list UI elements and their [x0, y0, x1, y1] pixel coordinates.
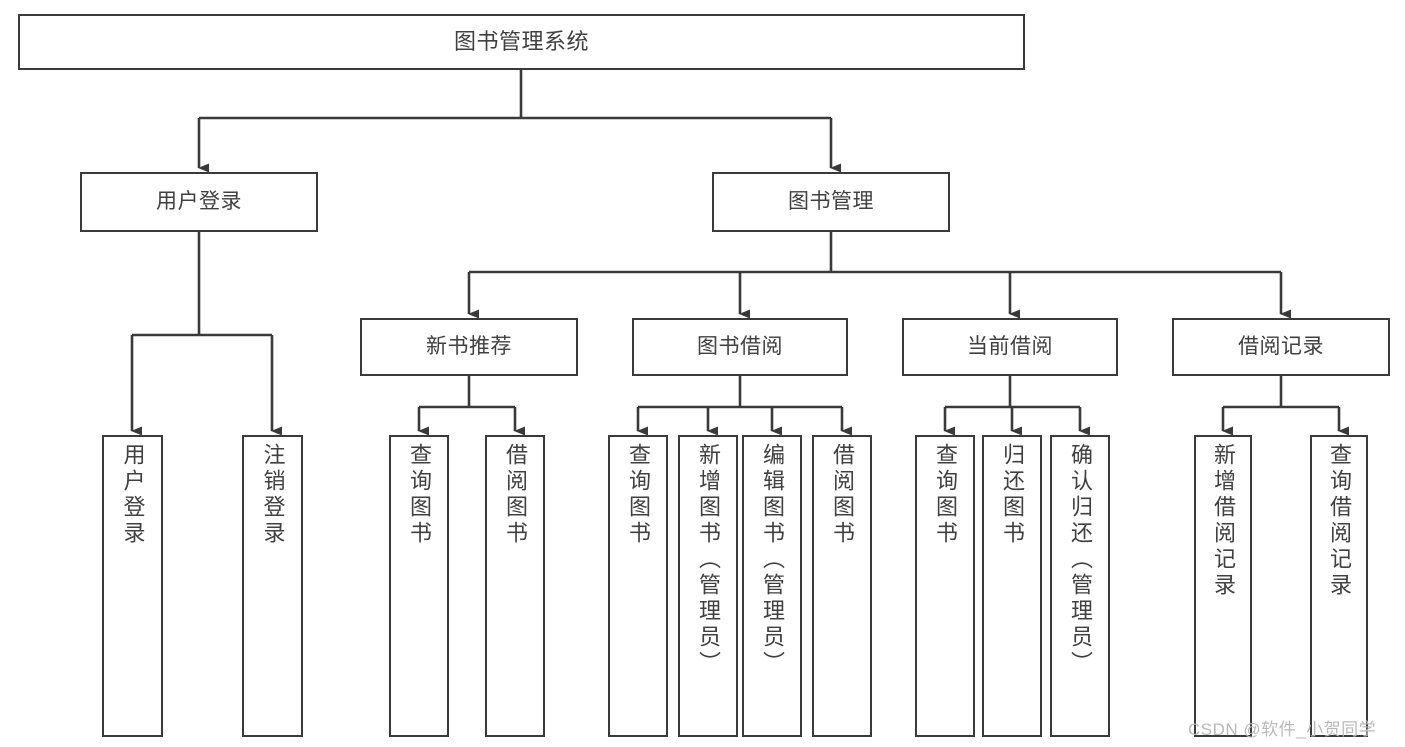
node-book-borrow[interactable]: 图书借阅	[632, 318, 848, 376]
node-leaf-query-book-2-label: 查询图书	[626, 443, 651, 547]
node-root-book-management-system[interactable]: 图书管理系统	[18, 14, 1025, 70]
node-leaf-borrow-book-2-label: 借阅图书	[830, 443, 855, 547]
node-leaf-return-book-label: 归还图书	[1000, 443, 1025, 547]
node-leaf-confirm-return[interactable]: 确认归还（管理员）	[1050, 435, 1110, 737]
node-book-borrow-label: 图书借阅	[697, 334, 783, 358]
node-new-book-recommend-label: 新书推荐	[426, 334, 512, 358]
node-leaf-borrow-book-2[interactable]: 借阅图书	[812, 435, 872, 737]
node-current-borrow[interactable]: 当前借阅	[902, 318, 1118, 376]
node-user-login-label: 用户登录	[156, 189, 242, 213]
node-leaf-logout-login[interactable]: 注销登录	[242, 435, 303, 737]
node-leaf-query-book-3-label: 查询图书	[933, 443, 958, 547]
node-leaf-add-book-label: 新增图书（管理员）	[696, 443, 721, 677]
node-leaf-query-borrow-record[interactable]: 查询借阅记录	[1310, 435, 1368, 737]
node-new-book-recommend[interactable]: 新书推荐	[360, 318, 578, 376]
node-leaf-query-book-3[interactable]: 查询图书	[915, 435, 975, 737]
node-leaf-logout-login-label: 注销登录	[260, 443, 286, 547]
node-leaf-edit-book[interactable]: 编辑图书（管理员）	[742, 435, 802, 737]
node-leaf-add-book[interactable]: 新增图书（管理员）	[678, 435, 738, 737]
node-leaf-query-book-1-label: 查询图书	[407, 443, 432, 547]
node-leaf-return-book[interactable]: 归还图书	[982, 435, 1042, 737]
node-leaf-query-borrow-record-label: 查询借阅记录	[1327, 443, 1352, 599]
node-book-manage-label: 图书管理	[788, 189, 874, 213]
node-leaf-confirm-return-label: 确认归还（管理员）	[1068, 443, 1093, 677]
node-leaf-borrow-book-1-label: 借阅图书	[503, 443, 528, 547]
node-leaf-add-borrow-record-label: 新增借阅记录	[1211, 443, 1236, 599]
node-leaf-query-book-1[interactable]: 查询图书	[389, 435, 449, 737]
csdn-watermark: CSDN @软件_小贺同学	[1188, 720, 1377, 739]
node-leaf-add-borrow-record[interactable]: 新增借阅记录	[1194, 435, 1252, 737]
node-current-borrow-label: 当前借阅	[967, 334, 1053, 358]
node-borrow-record[interactable]: 借阅记录	[1172, 318, 1390, 376]
node-leaf-query-book-2[interactable]: 查询图书	[608, 435, 668, 737]
node-leaf-edit-book-label: 编辑图书（管理员）	[760, 443, 785, 677]
node-book-manage[interactable]: 图书管理	[712, 172, 950, 232]
node-leaf-borrow-book-1[interactable]: 借阅图书	[485, 435, 545, 737]
node-leaf-user-login[interactable]: 用户登录	[102, 435, 163, 737]
node-borrow-record-label: 借阅记录	[1238, 334, 1324, 358]
node-root-label: 图书管理系统	[453, 29, 589, 55]
node-user-login[interactable]: 用户登录	[80, 172, 318, 232]
node-leaf-user-login-label: 用户登录	[120, 443, 146, 547]
